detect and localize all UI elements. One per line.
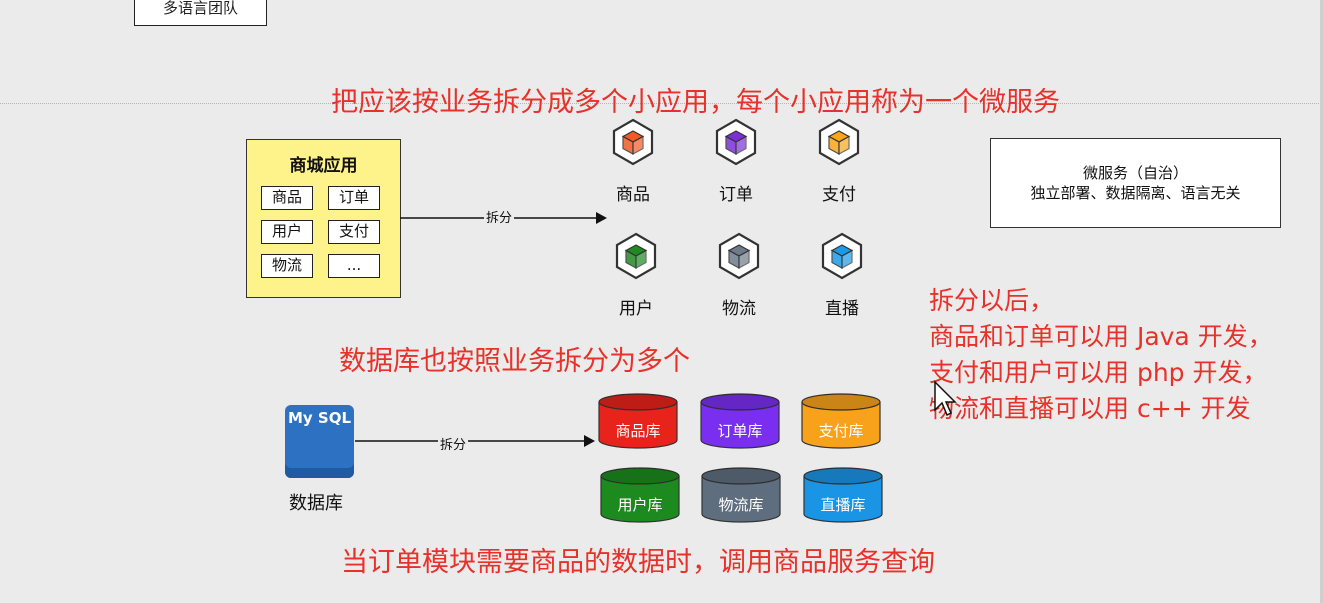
database-0: 商品库: [598, 393, 678, 453]
module-logistics: 物流: [261, 254, 313, 278]
database-1: 订单库: [700, 393, 780, 453]
mysql-logo: My SQL: [285, 405, 354, 478]
scrollbar[interactable]: [1320, 0, 1323, 603]
split-label-services: 拆分: [484, 207, 515, 226]
module-user: 用户: [261, 220, 313, 244]
database-cylinder-icon: [701, 467, 781, 523]
service-cube-icon: [715, 118, 757, 166]
microservice-note-box: 微服务（自治） 独立部署、数据隔离、语言无关: [990, 138, 1281, 228]
service-label: 支付: [822, 185, 856, 205]
service-cube-icon: [821, 232, 863, 280]
service-label: 直播: [825, 299, 859, 319]
side-line-4: 物流和直播可以用 c++ 开发: [929, 394, 1251, 423]
mouse-cursor-icon: [934, 380, 957, 417]
database-label-text: 直播库: [820, 496, 866, 514]
side-line-3: 支付和用户可以用 php 开发，: [929, 358, 1268, 387]
heading-call-service: 当订单模块需要商品的数据时，调用商品服务查询: [341, 547, 935, 578]
database-3: 用户库: [600, 467, 680, 527]
module-order: 订单: [328, 186, 380, 210]
module-product: 商品: [261, 186, 313, 210]
database-label-text: 物流库: [718, 496, 764, 514]
database-2: 支付库: [801, 393, 881, 453]
service-cube-icon: [615, 232, 657, 280]
database-5: 直播库: [803, 467, 883, 527]
heading-split-db: 数据库也按照业务拆分为多个: [339, 346, 690, 377]
service-2: 支付: [815, 118, 863, 205]
service-label: 商品: [616, 185, 650, 205]
service-label: 物流: [722, 299, 756, 319]
database-label-text: 订单库: [717, 422, 763, 440]
database-cylinder-icon: [598, 393, 678, 449]
service-label: 用户: [619, 299, 653, 319]
database-label: 数据库: [289, 493, 343, 514]
database-label-text: 用户库: [617, 496, 663, 514]
team-label-box: 多语言团队: [134, 0, 267, 26]
split-label-databases: 拆分: [438, 434, 469, 453]
database-cylinder-icon: [600, 467, 680, 523]
mall-app-title: 商城应用: [289, 156, 358, 176]
database-cylinder-icon: [801, 393, 881, 449]
note-line-1: 微服务（自治）: [1082, 164, 1188, 182]
side-line-1: 拆分以后，: [929, 286, 1055, 315]
service-cube-icon: [612, 118, 654, 166]
service-cube-icon: [818, 118, 860, 166]
service-1: 订单: [712, 118, 760, 205]
database-4: 物流库: [701, 467, 781, 527]
service-5: 直播: [818, 232, 866, 319]
mall-app-box: 商城应用 商品 订单 用户 支付 物流 ...: [246, 139, 401, 298]
database-label-text: 商品库: [615, 422, 661, 440]
split-arrow-databases: [355, 435, 595, 447]
service-0: 商品: [609, 118, 657, 205]
mysql-logo-text: My SQL: [287, 409, 352, 427]
heading-split-apps: 把应该按业务拆分成多个小应用，每个小应用称为一个微服务: [331, 87, 1060, 118]
side-line-2: 商品和订单可以用 Java 开发，: [929, 322, 1273, 351]
module-payment: 支付: [328, 220, 380, 244]
side-notes: 拆分以后， 商品和订单可以用 Java 开发， 支付和用户可以用 php 开发，…: [929, 283, 1273, 427]
service-cube-icon: [718, 232, 760, 280]
service-3: 用户: [612, 232, 660, 319]
database-cylinder-icon: [803, 467, 883, 523]
note-line-2: 独立部署、数据隔离、语言无关: [1030, 184, 1241, 202]
module-more: ...: [328, 254, 380, 278]
service-4: 物流: [715, 232, 763, 319]
section-divider: [0, 103, 1323, 104]
service-label: 订单: [719, 185, 753, 205]
database-cylinder-icon: [700, 393, 780, 449]
database-label-text: 支付库: [818, 422, 864, 440]
